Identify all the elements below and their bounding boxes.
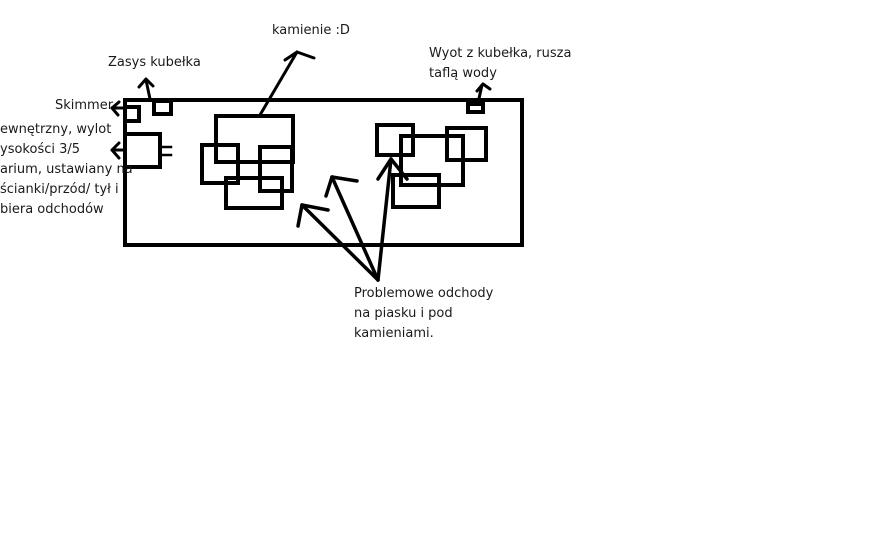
rock <box>214 114 295 164</box>
arrow-wylot <box>475 82 492 105</box>
label-line: biera odchodów <box>0 202 104 217</box>
label-line: na piasku i pod <box>354 306 453 321</box>
label-kamienie: kamienie :D <box>272 23 350 38</box>
label-line: ewnętrzny, wylot <box>0 122 112 137</box>
label-filtr: ewnętrzny, wylot ysokości 3/5 arium, ust… <box>0 120 133 220</box>
label-line: taflą wody <box>429 66 497 81</box>
rocks-right <box>375 123 488 209</box>
rock <box>258 145 294 193</box>
label-problem: Problemowe odchody na piasku i pod kamie… <box>354 284 493 344</box>
arrow-skimmer <box>110 100 126 117</box>
rock <box>445 126 488 162</box>
rock <box>391 173 441 209</box>
arrows-problem <box>296 157 409 282</box>
intake-box <box>152 99 173 116</box>
arrow-kamienie <box>258 50 316 117</box>
label-line: Wyot z kubełka, rusza <box>429 46 572 61</box>
label-line: ysokości 3/5 <box>0 142 81 157</box>
arrow-zasys <box>137 77 155 101</box>
label-wylot: Wyot z kubełka, rusza taflą wody <box>429 44 571 84</box>
rocks-left <box>200 114 295 210</box>
label-line: kamieniami. <box>354 326 434 341</box>
rock <box>224 176 284 210</box>
label-skimmer: Skimmer <box>55 98 114 113</box>
outlet-box <box>466 102 485 114</box>
rock <box>375 123 415 157</box>
skimmer-box <box>123 105 141 123</box>
aquarium-tank <box>123 98 524 247</box>
label-line: arium, ustawiany na <box>0 162 133 177</box>
rock <box>200 143 240 185</box>
label-line: Problemowe odchody <box>354 286 494 301</box>
label-zasys: Zasys kubełka <box>108 55 201 70</box>
arrow-filtr <box>110 141 126 160</box>
label-line: ścianki/przód/ tył i <box>0 182 119 197</box>
